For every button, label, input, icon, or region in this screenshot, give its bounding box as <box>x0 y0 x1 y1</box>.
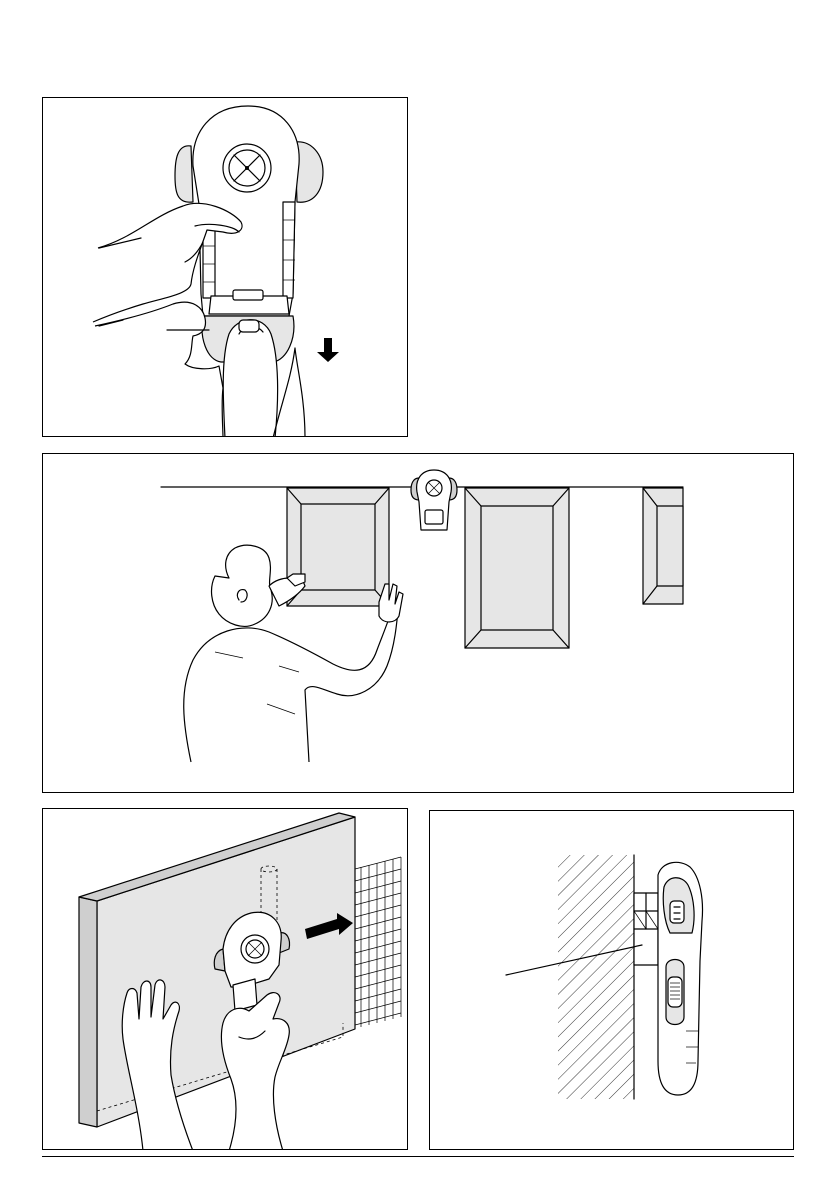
wall-section <box>558 855 634 1099</box>
figure-side-view <box>429 810 794 1150</box>
thumb-nail <box>239 320 259 332</box>
mounting-block <box>634 893 658 965</box>
figure-battery-removal <box>42 97 408 437</box>
battery-latch <box>233 290 263 300</box>
figure-wall-scan <box>42 808 408 1150</box>
picture-frame-2 <box>465 488 569 648</box>
right-rail <box>283 202 295 298</box>
side-view-drawing <box>430 811 794 1150</box>
device-side-profile <box>658 862 703 1095</box>
wall-device <box>411 470 457 530</box>
picture-hanging-drawing <box>43 454 794 793</box>
left-grip-pad <box>175 146 193 202</box>
right-thumb <box>223 320 277 437</box>
wall-mesh <box>355 857 401 1027</box>
wall-scan-drawing <box>43 809 408 1150</box>
wall-board-edge <box>79 897 97 1127</box>
arrow-down-icon <box>317 338 339 362</box>
picture-frame-3 <box>643 488 683 604</box>
footer-rule <box>42 1156 794 1157</box>
figure-picture-hanging <box>42 453 794 793</box>
battery-removal-drawing <box>43 98 408 437</box>
